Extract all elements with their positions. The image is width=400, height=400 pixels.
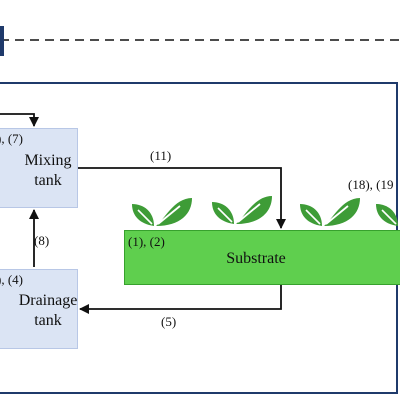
top-panel [0, 0, 400, 80]
flow-label-to-substrate: (11) [150, 148, 172, 163]
mixing-tank: ), (7) Mixing tank [0, 128, 78, 208]
mixing-tank-label-line2: tank [34, 172, 62, 189]
plant-caption: (18), (19 [348, 177, 394, 192]
substrate-block: (1), (2) Substrate [124, 230, 400, 285]
drainage-tank-label-line1: Drainage [18, 292, 78, 309]
flow-label-to-drainage: (5) [161, 314, 177, 329]
mixing-tank-label-line1: Mixing [24, 152, 72, 169]
top-panel-edge [0, 26, 4, 56]
drainage-tank-caption: ), (4) [0, 272, 23, 287]
drainage-tank: ), (4) Drainage tank [0, 269, 78, 349]
drainage-tank-label-line2: tank [34, 312, 62, 329]
flow-label-to-mixing: (8) [34, 233, 50, 248]
substrate-caption: (1), (2) [128, 234, 165, 249]
top-panel-graphics [0, 26, 400, 56]
mixing-tank-caption: ), (7) [0, 131, 23, 146]
substrate-label: Substrate [226, 250, 286, 267]
